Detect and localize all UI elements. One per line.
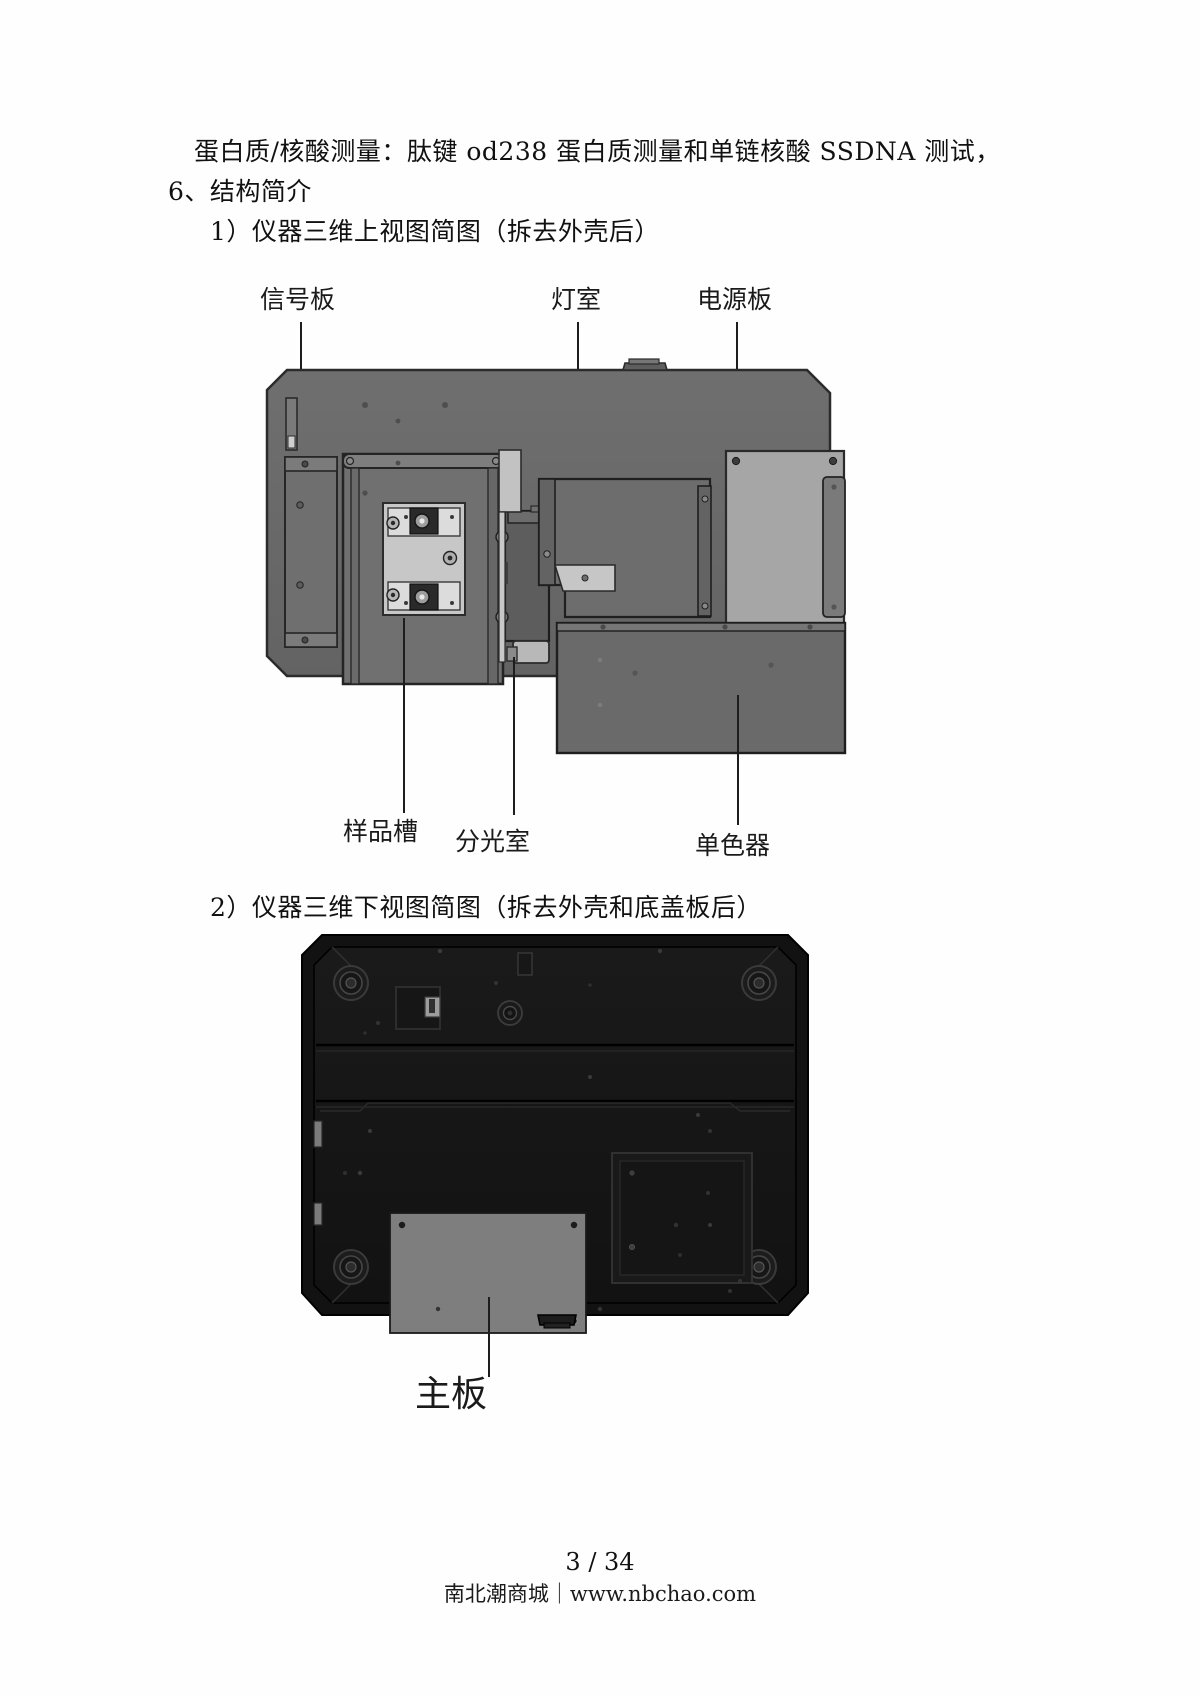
footer-site-name: 南北潮商城 — [443, 1582, 549, 1606]
leader-spectro-chamber — [513, 657, 515, 815]
body-text-block: 蛋白质/核酸测量：肽键 od238 蛋白质测量和单链核酸 SSDNA 测试， 6… — [168, 132, 1048, 252]
label-signal-board: 信号板 — [260, 285, 336, 314]
label-monochromator: 单色器 — [695, 831, 771, 860]
figure1-caption: 1）仪器三维上视图简图（拆去外壳后） — [210, 217, 660, 246]
label-power-board: 电源板 — [697, 285, 773, 314]
label-spectro-chamber: 分光室 — [455, 827, 531, 856]
footer-site-url: www.nbchao.com — [569, 1582, 757, 1606]
label-sample-slot: 样品槽 — [343, 817, 419, 846]
bottom-view-drawing — [301, 934, 809, 1334]
footer-separator: ｜ — [548, 1582, 570, 1606]
paragraph-line-1: 蛋白质/核酸测量：肽键 od238 蛋白质测量和单链核酸 SSDNA 测试， — [194, 137, 1001, 166]
figure2-caption: 2）仪器三维下视图简图（拆去外壳和底盖板后） — [210, 893, 762, 922]
figure-bottom-view: 主板 — [290, 925, 820, 1445]
section-heading: 6、结构简介 — [168, 177, 312, 206]
figure-top-view: 信号板 灯室 电源板 — [255, 265, 855, 865]
label-motherboard: 主板 — [415, 1374, 488, 1415]
leader-sample-slot — [403, 618, 405, 813]
leader-monochromator — [737, 695, 739, 825]
footer-site: 南北潮商城｜www.nbchao.com — [0, 1578, 1200, 1608]
top-view-drawing — [265, 358, 847, 755]
leader-motherboard — [488, 1297, 490, 1377]
page-number: 3 / 34 — [565, 1548, 635, 1576]
label-lamp-chamber: 灯室 — [551, 285, 602, 314]
